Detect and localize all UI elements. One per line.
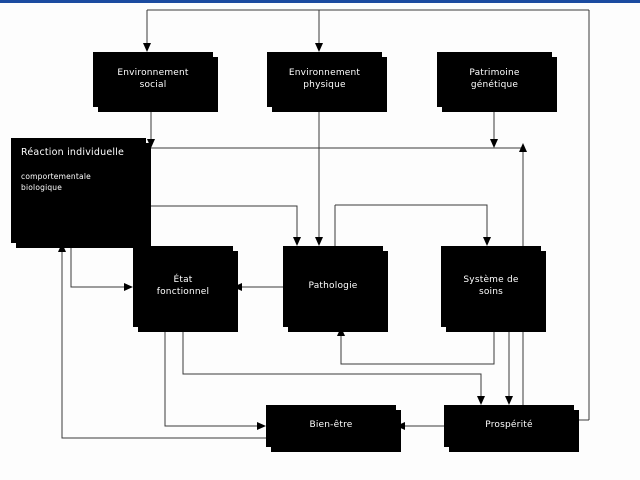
arrowhead-pathologie-bottom — [337, 327, 345, 336]
arrowhead-reaction-bus — [147, 139, 155, 148]
node-label-line2: génétique — [470, 79, 519, 90]
node-label-line1: Environnement — [288, 68, 361, 79]
node-label-line1: Bien-être — [309, 420, 353, 431]
arrowhead-systeme-top — [483, 237, 491, 246]
node-bien-etre[interactable]: Bien-être — [266, 405, 396, 447]
node-environnement-social[interactable]: Environnement social — [93, 52, 213, 107]
arrowhead-bien-etre-right — [396, 422, 405, 430]
node-sublabel-biologique: biologique — [21, 182, 63, 192]
arrowhead-etat-right — [233, 283, 242, 291]
node-etat-fonctionnel[interactable]: État fonctionnel — [133, 246, 233, 327]
node-label-line1: Patrimoine — [469, 68, 520, 79]
node-label-line2: social — [139, 79, 167, 90]
arrowhead-pathologie-top-a — [293, 237, 301, 246]
node-prosperite[interactable]: Prospérité — [444, 405, 574, 447]
arrowhead-patrimoine — [490, 139, 498, 148]
node-label-line2: fonctionnel — [156, 286, 210, 297]
node-pathologie[interactable]: Pathologie — [283, 246, 383, 327]
edge-systeme-to-pathologie — [340, 327, 495, 365]
node-sublabel-comportementale: comportementale — [21, 171, 91, 181]
slide-accent-bar — [0, 0, 640, 3]
edge-bien-etre-to-reaction — [61, 251, 266, 439]
node-systeme-de-soins[interactable]: Système de soins — [441, 246, 541, 327]
edge-reaction-to-pathologie — [130, 205, 298, 238]
node-label-line2: soins — [478, 286, 504, 297]
arrowhead-prosperite-b — [505, 396, 513, 405]
node-label-line1: Système de — [463, 275, 519, 286]
node-environnement-physique[interactable]: Environnement physique — [267, 52, 382, 107]
edge-etat-to-bien-etre — [164, 327, 259, 427]
node-reaction-individuelle[interactable]: Réaction individuelle comportementale bi… — [11, 138, 146, 243]
arrowhead-prosperite-a — [477, 396, 485, 405]
edge-reaction-to-systeme — [335, 204, 488, 238]
arrowhead-env-physique — [315, 43, 323, 52]
arrowhead-bien-etre-left — [257, 422, 266, 430]
arrowhead-env-social — [143, 43, 151, 52]
arrowhead-pathologie-top-b — [315, 237, 323, 246]
node-label-line1: État — [173, 275, 193, 286]
arrowhead-bus-up — [519, 143, 527, 152]
node-patrimoine-genetique[interactable]: Patrimoine génétique — [437, 52, 552, 107]
node-label-line1: Environnement — [117, 68, 189, 79]
node-label-line2: physique — [303, 79, 346, 90]
edge-reaction-to-etat — [70, 243, 126, 288]
arrowhead-etat-left — [124, 283, 133, 291]
node-label-line1: Pathologie — [308, 280, 358, 291]
node-label-line1: Réaction individuelle — [21, 147, 125, 158]
edge-etat-to-prosperite — [182, 327, 482, 397]
node-label-line1: Prospérité — [485, 420, 533, 431]
arrowhead-reaction-bottom — [58, 243, 66, 252]
